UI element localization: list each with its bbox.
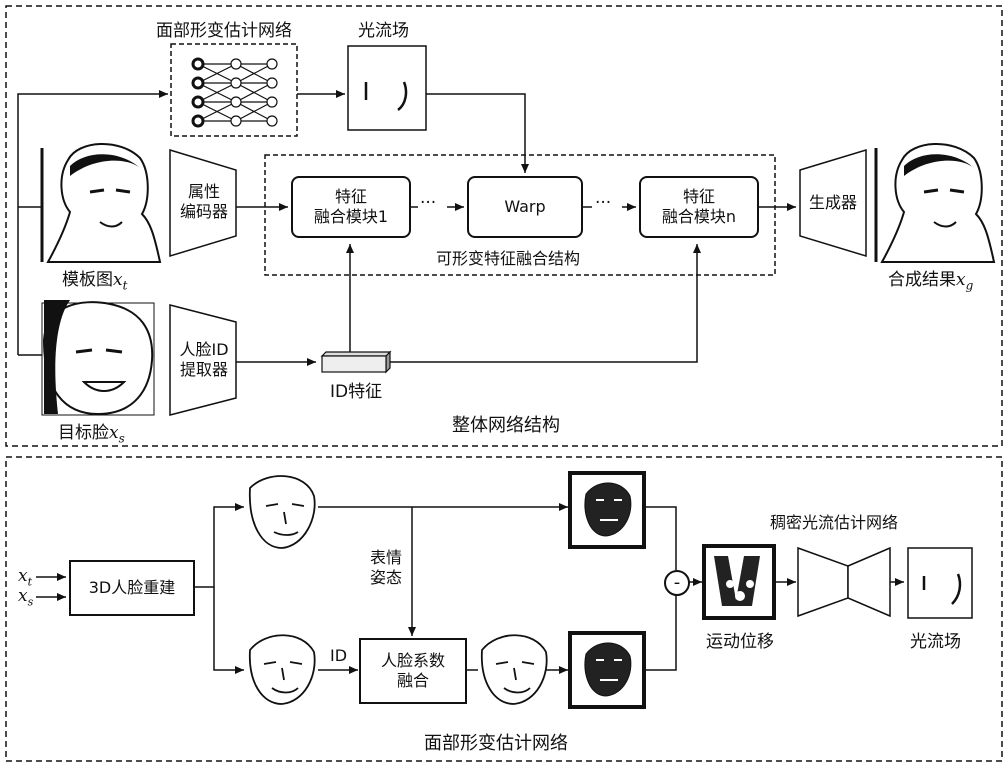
expr-pose-line1: 表情 [369,548,402,567]
deform-fusion-box [264,154,776,276]
optical-flow-label-top: 光流场 [358,21,409,41]
warp-box: Warp [467,176,583,238]
generator-shape [799,148,867,258]
face-3d-bottom [249,634,316,705]
target-caption: 目标脸xs [58,423,125,448]
target-face-image [41,300,155,416]
face-3d-fused [481,634,548,705]
expr-pose-line2: 姿态 [369,568,402,587]
result-caption: 合成结果xg [888,270,973,295]
recon-label: 3D人脸重建 [88,578,176,597]
top-connectors [17,90,796,366]
template-var: x [113,270,123,290]
result-sub: g [965,278,974,293]
dots-left: ··· [420,193,437,213]
template-caption: 模板图xt [62,270,127,295]
optical-flow-image-bottom [907,547,973,619]
input-xt-var: x [18,566,28,586]
id-feature-label: ID特征 [330,382,383,402]
face-deform-net-box [170,43,298,137]
attr-encoder-line1: 属性 [187,182,220,201]
target-sub: s [118,431,125,446]
coef-fusion-box: 人脸系数 融合 [359,638,467,704]
id-extractor-label: 人脸ID 提取器 [172,340,236,380]
deform-fusion-label: 可形变特征融合结构 [436,249,581,268]
dense-flow-net-label: 稠密光流估计网络 [770,513,899,532]
id-feature-block [320,350,392,374]
dense-flow-encoder [797,546,849,618]
coef-fusion-line2: 融合 [396,671,429,690]
attr-encoder-line2: 编码器 [179,202,228,221]
dots-right: ··· [595,193,612,213]
input-xs: xs [18,586,33,612]
optical-flow-label-bottom: 光流场 [910,632,961,652]
input-xs-var: x [18,586,28,606]
template-sub: t [122,278,128,293]
input-xt: xt [18,566,32,592]
expr-pose-label: 表情 姿态 [364,548,408,588]
bottom-connectors [36,503,904,674]
generator-label: 生成器 [808,193,857,212]
feat-fuse-n-line2: 融合模块n [661,207,737,226]
result-var: x [956,270,966,290]
attr-encoder-shape [169,148,237,258]
feat-fuse-n-box: 特征 融合模块n [639,176,759,238]
template-face-image [40,143,162,263]
id-extractor-line1: 人脸ID [179,340,229,359]
feat-fuse-1-line1: 特征 [334,187,367,206]
attr-encoder-label: 属性 编码器 [176,182,232,222]
motion-pattern [714,556,760,606]
target-caption-text: 目标脸 [58,423,109,443]
top-panel-border [5,5,1003,447]
neural-net-icon [191,57,278,128]
feat-fuse-1-box: 特征 融合模块1 [291,176,411,238]
input-xs-sub: s [27,595,34,609]
target-var: x [109,423,119,443]
feat-fuse-1-line2: 融合模块1 [313,207,389,226]
input-xt-sub: t [27,575,33,589]
subtract-node: - [664,570,690,596]
result-face-image [874,143,996,263]
id-edge-label: ID [330,646,348,665]
id-extractor-line2: 提取器 [179,360,228,379]
face-deform-net-label: 面部形变估计网络 [156,21,292,41]
bottom-title: 面部形变估计网络 [424,733,568,754]
result-caption-text: 合成结果 [888,270,956,290]
template-caption-text: 模板图 [62,270,113,290]
coef-fusion-line1: 人脸系数 [380,651,445,670]
warp-label: Warp [504,197,546,216]
motion-label: 运动位移 [706,632,774,652]
feat-fuse-n-line1: 特征 [682,187,715,206]
face-3d-top [248,475,316,549]
recon-box: 3D人脸重建 [69,560,195,616]
id-extractor-shape [169,304,237,416]
top-title: 整体网络结构 [452,415,560,436]
dense-flow-decoder [847,546,891,618]
optical-flow-image-top [347,45,427,131]
